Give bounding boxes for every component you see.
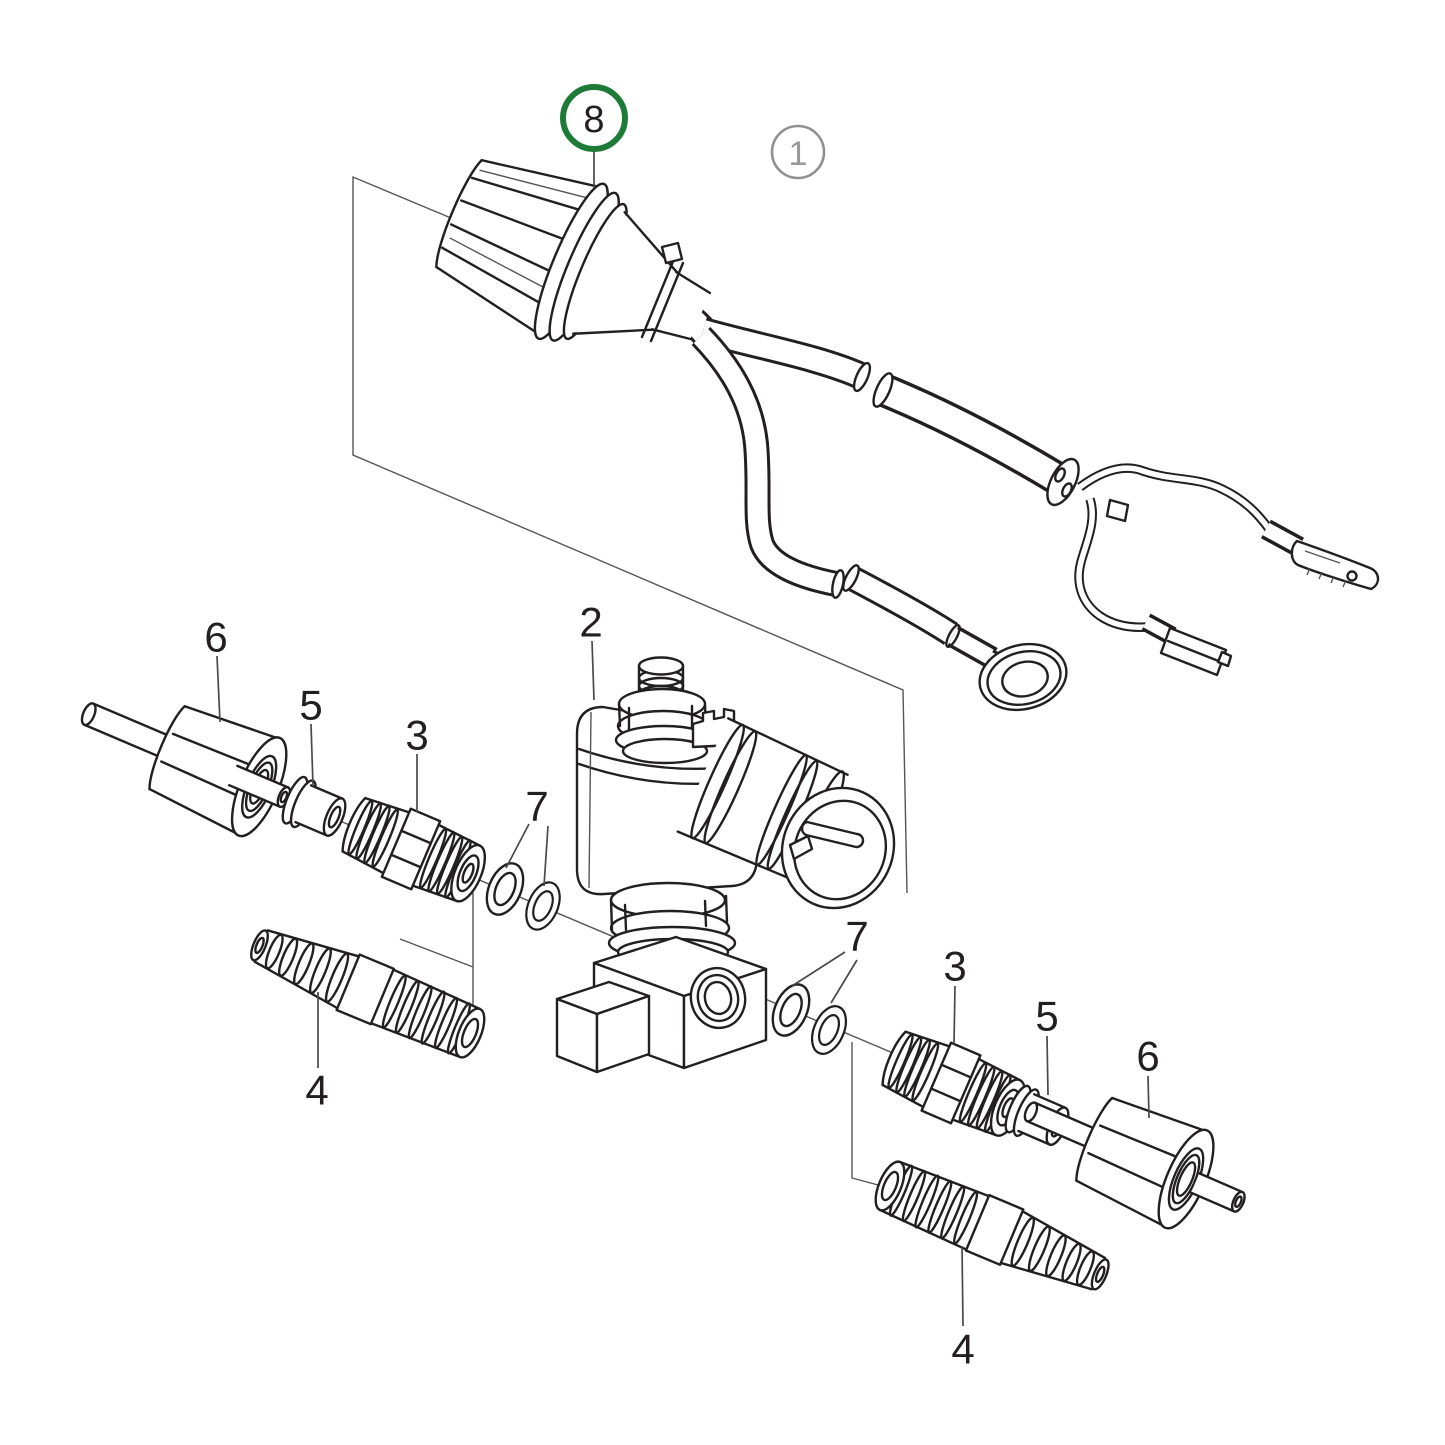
callout-2-label: 2 bbox=[579, 599, 602, 646]
callout-6-left-label: 6 bbox=[204, 614, 227, 661]
callout-7-left-label: 7 bbox=[525, 783, 548, 830]
branch-wires bbox=[1074, 463, 1273, 632]
ring-terminal bbox=[945, 624, 1068, 712]
callouts: 8 1 2 6 5 3 7 4 bbox=[204, 84, 1160, 1373]
callout-4-left[interactable]: 4 bbox=[305, 992, 329, 1114]
ferrule-left bbox=[276, 772, 353, 845]
stud-nut bbox=[614, 687, 714, 765]
female-connector bbox=[1141, 613, 1233, 677]
valve-port bbox=[689, 966, 747, 1030]
left-fitting-chain bbox=[80, 695, 568, 1067]
callout-3-right-label: 3 bbox=[943, 943, 966, 990]
callout-4-right-label: 4 bbox=[951, 1326, 974, 1373]
solenoid-valve bbox=[555, 656, 896, 1074]
spade-terminal bbox=[1260, 519, 1380, 591]
callout-5-right-label: 5 bbox=[1035, 993, 1058, 1040]
callout-3-right[interactable]: 3 bbox=[943, 943, 967, 1045]
callout-2[interactable]: 2 bbox=[579, 599, 603, 701]
callout-3-left[interactable]: 3 bbox=[405, 712, 429, 813]
tube-right-end bbox=[1189, 1172, 1246, 1213]
callout-6-right-label: 6 bbox=[1136, 1033, 1159, 1080]
callout-1-label: 1 bbox=[789, 135, 808, 173]
o-ring-right-1 bbox=[764, 977, 818, 1043]
cable-assembly bbox=[435, 159, 1380, 712]
valve-flange bbox=[555, 980, 651, 1074]
callout-7-left[interactable]: 7 bbox=[505, 783, 549, 887]
coil-housing bbox=[575, 705, 759, 896]
adapter-left bbox=[334, 787, 496, 914]
lower-hose bbox=[691, 326, 959, 645]
o-ring-left-2 bbox=[518, 876, 568, 936]
o-ring-left-1 bbox=[478, 856, 532, 922]
callout-4-left-label: 4 bbox=[305, 1067, 328, 1114]
barb-fitting-left bbox=[241, 914, 493, 1067]
callout-8-circle bbox=[560, 84, 628, 152]
cable-clamp bbox=[640, 241, 685, 343]
callout-5-left-label: 5 bbox=[299, 682, 322, 729]
callout-8-label: 8 bbox=[583, 99, 604, 141]
callout-4-right[interactable]: 4 bbox=[951, 1245, 975, 1373]
callout-1-circle bbox=[770, 124, 826, 180]
callout-6-right[interactable]: 6 bbox=[1136, 1033, 1160, 1119]
tube-right-back bbox=[1023, 1101, 1094, 1148]
compression-nut-right bbox=[1066, 1087, 1226, 1237]
connector-barrel bbox=[676, 717, 896, 910]
callout-7-right[interactable]: 7 bbox=[791, 913, 869, 1004]
connector-cap bbox=[435, 159, 712, 342]
callout-1[interactable]: 1 bbox=[770, 124, 826, 180]
callout-5-left[interactable]: 5 bbox=[299, 682, 323, 787]
right-fitting-chain bbox=[764, 977, 1246, 1306]
connector-slot bbox=[800, 820, 865, 849]
callout-5-right[interactable]: 5 bbox=[1035, 993, 1059, 1096]
callout-8[interactable]: 8 bbox=[560, 84, 628, 188]
upper-hose bbox=[699, 317, 1080, 507]
callout-7-right-label: 7 bbox=[845, 913, 868, 960]
callout-3-left-label: 3 bbox=[405, 712, 428, 759]
callout-6-left[interactable]: 6 bbox=[204, 614, 228, 723]
o-ring-right-2 bbox=[804, 999, 854, 1061]
